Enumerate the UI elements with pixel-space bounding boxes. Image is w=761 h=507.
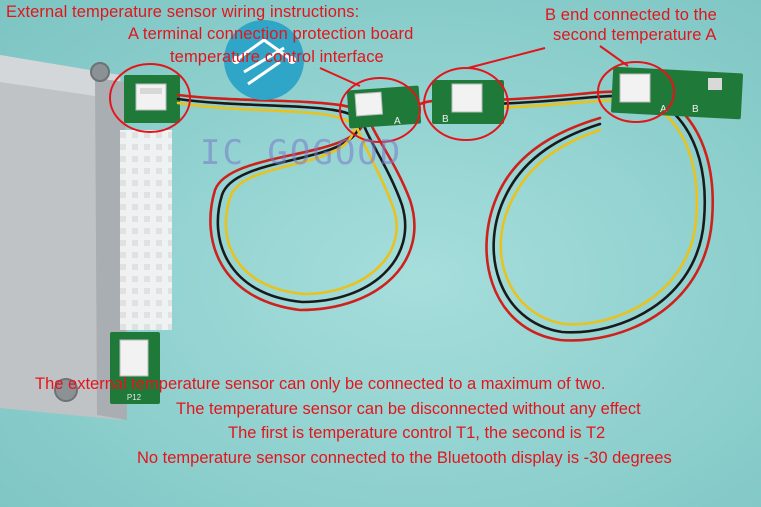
b-end-caption-line2: second temperature A bbox=[553, 26, 717, 44]
sensor-module-1: A bbox=[346, 85, 422, 129]
note-t1-t2: The first is temperature control T1, the… bbox=[228, 424, 606, 442]
circle-first-sensor-a bbox=[339, 77, 421, 143]
a-terminal-caption-line2: temperature control interface bbox=[170, 48, 384, 66]
note-max-two: The external temperature sensor can only… bbox=[35, 375, 606, 393]
sensor-module-2: B bbox=[432, 80, 504, 125]
circle-right-sensor-a bbox=[597, 61, 675, 123]
annotation-circles bbox=[109, 61, 675, 143]
circle-main-board-connector bbox=[109, 63, 191, 133]
protection-board bbox=[0, 55, 127, 420]
svg-text:A: A bbox=[394, 116, 401, 127]
screw-top bbox=[90, 62, 110, 82]
b-end-caption-line1: B end connected to the bbox=[545, 6, 717, 24]
brand-logo bbox=[224, 20, 304, 100]
note-disconnect: The temperature sensor can be disconnect… bbox=[176, 400, 641, 418]
annotation-pointers bbox=[319, 45, 629, 87]
svg-text:A: A bbox=[660, 104, 667, 115]
instructions-title: External temperature sensor wiring instr… bbox=[6, 3, 360, 21]
screw-bottom bbox=[54, 378, 78, 402]
circle-second-sensor-b bbox=[423, 67, 509, 141]
svg-text:B: B bbox=[442, 114, 449, 125]
main-board-connector-top bbox=[124, 75, 180, 123]
main-board-connector-p12: P12 bbox=[110, 332, 160, 404]
wire-loop-1 bbox=[176, 93, 416, 312]
svg-text:B: B bbox=[692, 104, 699, 115]
note-bluetooth-display: No temperature sensor connected to the B… bbox=[137, 449, 672, 467]
a-terminal-caption-line1: A terminal connection protection board bbox=[128, 25, 414, 43]
p12-label: P12 bbox=[127, 393, 142, 402]
watermark-text: IC GOGOOD bbox=[200, 133, 403, 173]
wire-loop-2 bbox=[485, 88, 715, 342]
sensor-module-3: A B bbox=[610, 66, 744, 120]
